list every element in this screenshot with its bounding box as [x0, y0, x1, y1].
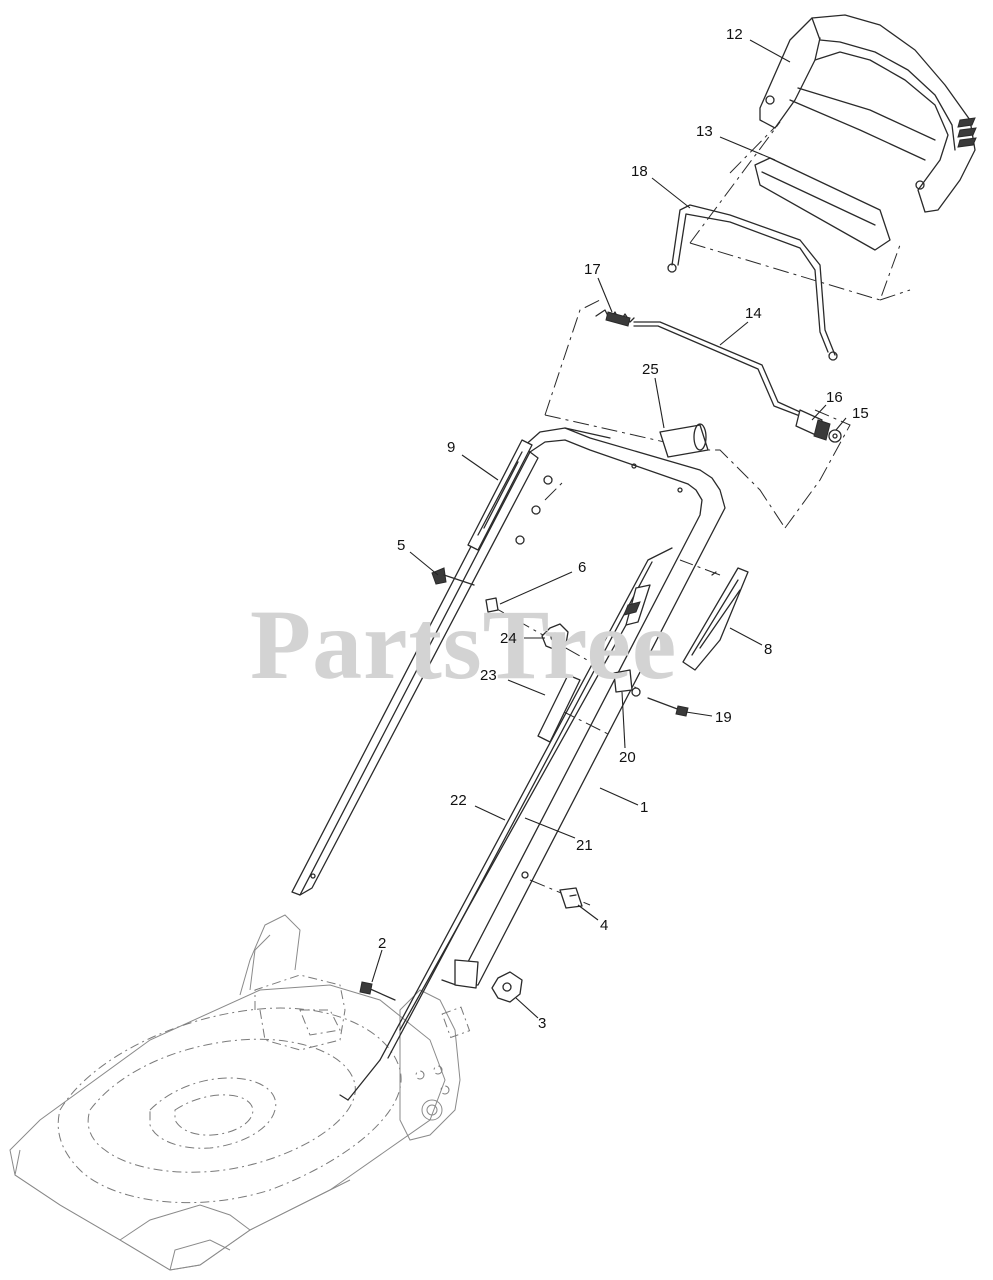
callout-3: 3: [538, 1015, 546, 1032]
callout-22: 22: [450, 792, 467, 809]
decal: [537, 674, 581, 743]
callout-6: 6: [578, 559, 586, 576]
callout-19: 19: [715, 709, 732, 726]
bolt-2: [359, 981, 396, 1001]
callout-8: 8: [764, 641, 772, 658]
foam-grip: [659, 423, 709, 458]
knob-3: [491, 971, 523, 1003]
cable-guide-left: [467, 439, 553, 551]
carriage-bolt: [631, 687, 689, 717]
callout-23: 23: [480, 667, 497, 684]
callout-5: 5: [397, 537, 405, 554]
callout-12: 12: [726, 26, 743, 43]
mower-deck: [9, 914, 446, 1271]
handle-insert: [754, 157, 891, 251]
lower-handle: [291, 427, 726, 989]
nut-6: [485, 597, 499, 613]
callout-20: 20: [619, 749, 636, 766]
callout-9: 9: [447, 439, 455, 456]
callout-1: 1: [640, 799, 648, 816]
control-cables: [339, 547, 673, 1101]
operator-bail: [667, 204, 838, 361]
callout-2: 2: [378, 935, 386, 952]
upper-handle: [759, 14, 977, 213]
leader-lines: [371, 39, 847, 1019]
spring-coil: [957, 117, 977, 148]
callout-4: 4: [600, 917, 608, 934]
control-rod: [633, 321, 801, 417]
callout-14: 14: [745, 305, 762, 322]
callout-18: 18: [631, 163, 648, 180]
bolt-5: [431, 567, 475, 586]
callout-13: 13: [696, 123, 713, 140]
callout-24: 24: [500, 630, 517, 647]
watermark-text: PartsTree: [250, 589, 677, 700]
callout-25: 25: [642, 361, 659, 378]
callout-17: 17: [584, 261, 601, 278]
callout-15: 15: [852, 405, 869, 422]
callout-21: 21: [576, 837, 593, 854]
spacer-4: [559, 887, 583, 909]
callout-16: 16: [826, 389, 843, 406]
callout-labels: 12 13 18 17 14 25 16 15 9 5 6 24 8 23 19…: [378, 26, 869, 1032]
spring: [595, 309, 635, 327]
lock-nut: [828, 429, 842, 443]
height-adjuster-bracket: [399, 989, 471, 1141]
assembly-phantom-lines: [489, 121, 911, 906]
cable-guide-right: [682, 567, 749, 671]
